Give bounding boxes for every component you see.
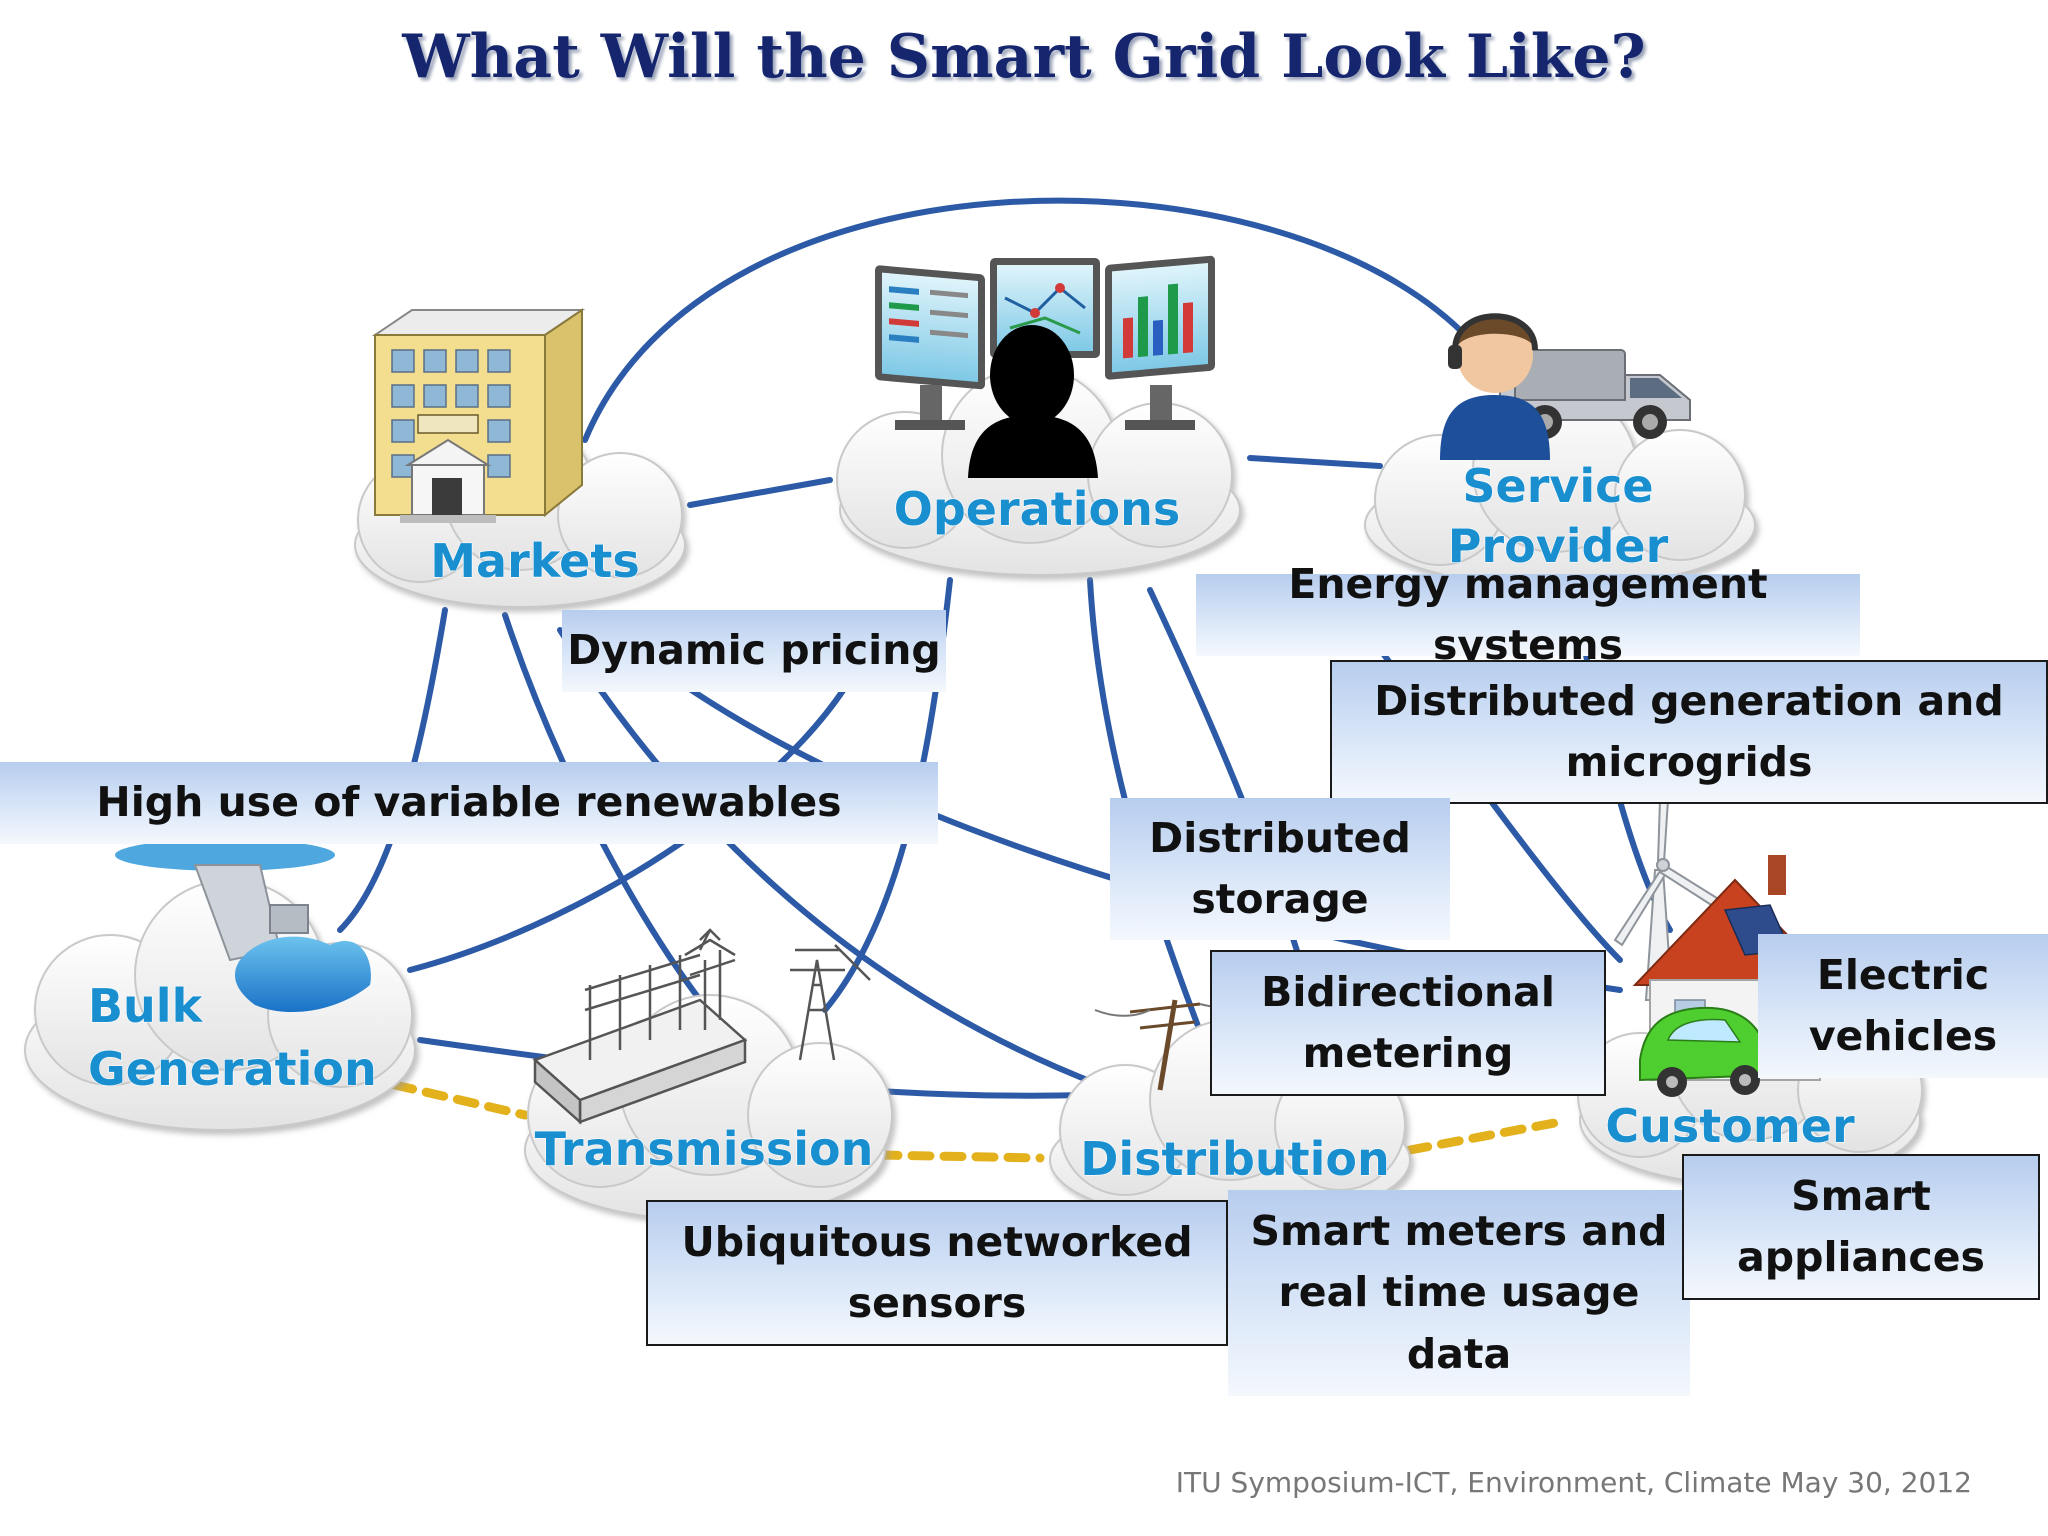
callout-ubiquitous-sensors: Ubiquitous networked sensors bbox=[646, 1200, 1228, 1346]
technician bbox=[1440, 313, 1550, 460]
node-label-customer: Customer bbox=[1605, 1099, 1855, 1153]
callout-text: Smart meters and bbox=[1250, 1206, 1668, 1255]
node-label-operations: Operations bbox=[894, 482, 1180, 536]
node-label-bulk-generation-1: Bulk bbox=[88, 979, 204, 1033]
callout-text: real time usage bbox=[1278, 1268, 1640, 1317]
callout-text: Bidirectional bbox=[1261, 967, 1555, 1016]
callout-text: Smart bbox=[1791, 1171, 1931, 1220]
callout-text: appliances bbox=[1737, 1233, 1985, 1281]
callout-text: sensors bbox=[847, 1279, 1027, 1327]
callout-text: Energy management systems bbox=[1288, 559, 1768, 670]
callout-text: Dynamic pricing bbox=[567, 626, 941, 675]
callout-text: vehicles bbox=[1808, 1012, 1998, 1060]
callout-electric-vehicles: Electric vehicles bbox=[1758, 934, 2048, 1078]
slide-footer: ITU Symposium-ICT, Environment, Climate … bbox=[1175, 1466, 1972, 1499]
callout-text: metering bbox=[1302, 1029, 1514, 1077]
link-markets-distribution bbox=[557, 627, 1103, 1088]
technician-truck-icon bbox=[1440, 313, 1691, 460]
dotted-bulk-transmission bbox=[390, 1080, 530, 1120]
truck bbox=[1499, 349, 1691, 439]
callout-energy-management: Energy management systems bbox=[1196, 560, 1860, 669]
operator-monitors-icon bbox=[875, 255, 1215, 478]
substation-icon bbox=[532, 950, 748, 1125]
callout-text: High use of variable renewables bbox=[96, 778, 842, 827]
physical-links bbox=[390, 1080, 1565, 1163]
dotted-transmission-distribution bbox=[875, 1150, 1045, 1163]
callout-bidirectional-metering: Bidirectional metering bbox=[1210, 950, 1606, 1096]
node-label-bulk-generation-2: Generation bbox=[88, 1042, 377, 1096]
operator-silhouette bbox=[968, 325, 1098, 478]
callout-text: Distributed generation and bbox=[1374, 676, 2004, 725]
callout-text: Distributed bbox=[1149, 813, 1411, 862]
link-markets-operations bbox=[687, 477, 833, 508]
node-label-service-provider-1: Service bbox=[1462, 459, 1653, 513]
link-markets-service bbox=[582, 197, 1473, 443]
callout-distributed-storage: Distributed storage bbox=[1110, 798, 1450, 940]
node-label-service-provider-2: Provider bbox=[1448, 519, 1669, 573]
link-operations-service bbox=[1247, 455, 1383, 469]
callout-text: microgrids bbox=[1565, 738, 1813, 786]
page-title: What Will the Smart Grid Look Like? bbox=[402, 22, 1646, 92]
transmission-tower-icon bbox=[684, 928, 871, 1061]
callout-distributed-generation: Distributed generation and microgrids bbox=[1330, 660, 2048, 804]
node-label-transmission: Transmission bbox=[535, 1122, 874, 1176]
callout-text: Electric bbox=[1816, 950, 1990, 999]
hydro-dam-icon bbox=[115, 839, 371, 1013]
dotted-distribution-customer bbox=[1405, 1117, 1565, 1155]
callout-text: data bbox=[1406, 1329, 1512, 1378]
electric-car-icon bbox=[1639, 1006, 1772, 1097]
node-label-markets: Markets bbox=[430, 534, 639, 588]
callout-text: storage bbox=[1191, 875, 1369, 923]
callout-smart-meters: Smart meters and real time usage data bbox=[1228, 1190, 1690, 1396]
callout-smart-appliances: Smart appliances bbox=[1682, 1154, 2040, 1300]
cloud-operations bbox=[836, 366, 1241, 576]
market-building-icon bbox=[371, 308, 586, 523]
callout-dynamic-pricing: Dynamic pricing bbox=[562, 610, 946, 692]
node-label-distribution: Distribution bbox=[1080, 1132, 1390, 1186]
callout-variable-renewables: High use of variable renewables bbox=[0, 762, 938, 844]
callout-text: Ubiquitous networked bbox=[681, 1217, 1193, 1266]
